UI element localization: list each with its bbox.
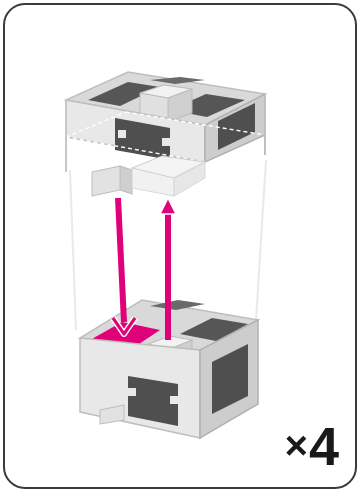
- lower-block: [77, 299, 261, 440]
- lower-block-slot-right: [180, 318, 248, 341]
- arrow-down-shaft: [115, 197, 127, 323]
- upper-block-top-slot-back: [150, 77, 205, 84]
- quantity-label: ×4: [284, 417, 339, 477]
- arrow-up-head: [158, 196, 178, 215]
- upper-block-right-window: [218, 103, 255, 150]
- upper-block-peg: [91, 165, 121, 197]
- lower-block-front-window: [128, 376, 178, 426]
- quantity-value: 4: [308, 417, 339, 477]
- lower-block-slot-back: [150, 300, 205, 310]
- insertion-arrows: [110, 196, 178, 340]
- alignment-guides: [69, 159, 267, 331]
- lower-block-peg: [99, 404, 125, 425]
- upper-block-top-slot-left: [88, 82, 160, 106]
- upper-block-front-window: [115, 118, 170, 160]
- upper-block: [63, 71, 268, 197]
- quantity-multiplier-sign: ×: [284, 424, 308, 468]
- lower-block-right-window: [212, 344, 248, 414]
